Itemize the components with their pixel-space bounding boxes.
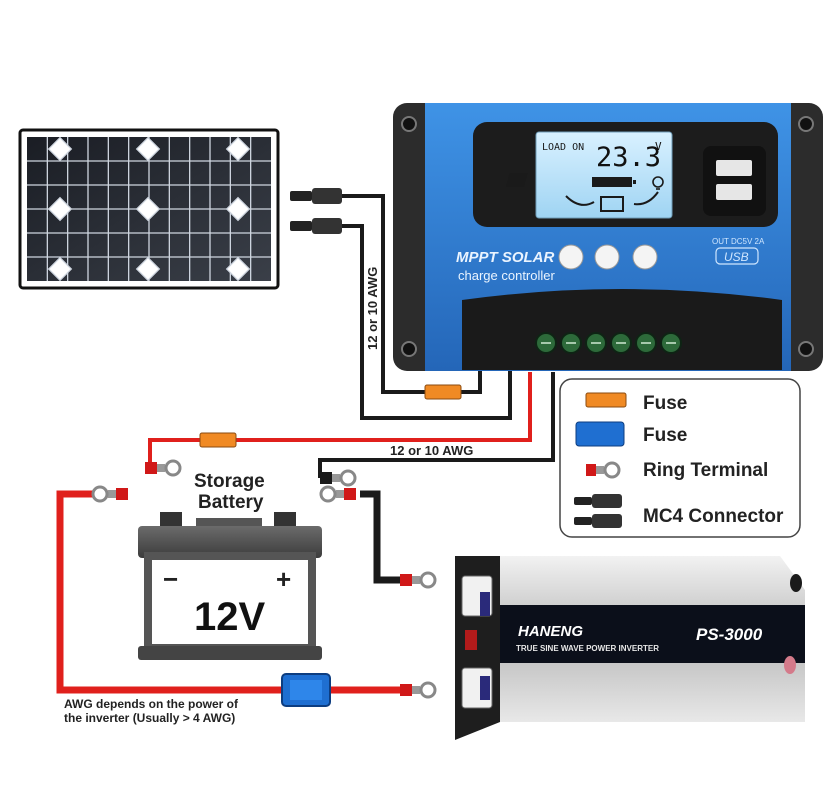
battery-title-line2: Battery	[198, 492, 264, 513]
inverter-terminal-red	[784, 656, 796, 674]
legend-label: Ring Terminal	[643, 460, 768, 481]
storage-battery: Storage Battery − + 12V	[138, 471, 322, 660]
controller-brand-line1: MPPT SOLAR	[456, 249, 555, 266]
usb-rating-label: OUT DC5V 2A	[712, 237, 765, 246]
inverter-wire-positive	[56, 490, 420, 694]
panel-cell-gap	[135, 136, 161, 162]
ring-terminal	[319, 485, 356, 503]
usb-port-housing	[703, 146, 766, 216]
panel-cell-gap	[225, 136, 251, 162]
panel-cell-gap	[135, 196, 161, 222]
battery-plus-sign: +	[276, 564, 291, 594]
legend-label: Fuse	[643, 425, 687, 446]
ring-terminal	[400, 681, 437, 699]
panel-wire-gauge-label: 12 or 10 AWG	[365, 267, 380, 350]
inverter-wire-note-line2: the inverter (Usually > 4 AWG)	[64, 711, 235, 725]
inverter-power-switch[interactable]	[465, 630, 477, 650]
mc4-connector-icon	[574, 494, 622, 528]
legend-item-ring-terminal: Ring Terminal	[586, 460, 768, 481]
ring-terminal	[320, 469, 357, 487]
inverter-wire-note-line1: AWG depends on the power of	[64, 697, 239, 711]
legend-item-orange-fuse: Fuse	[585, 392, 687, 414]
legend-label: MC4 Connector	[643, 506, 784, 527]
lcd-unit: V	[655, 140, 662, 153]
inverter-wire-negative	[360, 490, 420, 584]
legend-item-blue-fuse: Fuse	[575, 421, 687, 447]
wires	[56, 194, 555, 694]
panel-line-fuse	[424, 384, 462, 400]
ring-terminals	[91, 459, 437, 699]
legend-label: Fuse	[643, 393, 687, 414]
lcd-flow-arrows-icon	[565, 191, 659, 212]
lcd-reading: 23.3	[596, 142, 661, 173]
panel-cell-gap	[225, 196, 251, 222]
ring-terminal	[145, 459, 182, 477]
battery-wire-negative	[318, 372, 555, 478]
panel-cell-gap	[47, 196, 73, 222]
battery-wire-positive	[148, 372, 532, 468]
battery-line-fuse	[199, 432, 237, 448]
panel-wire-negative	[340, 224, 512, 420]
panel-cell-gap	[225, 256, 251, 282]
legend-box: Fuse Fuse Ring Terminal MC4 Connector	[559, 378, 801, 538]
legend-item-mc4-connector: MC4 Connector	[574, 494, 784, 528]
inverter-subtitle: TRUE SINE WAVE POWER INVERTER	[516, 644, 659, 653]
panel-cell-gap	[47, 136, 73, 162]
inverter-model: PS-3000	[696, 625, 763, 644]
controller-up-button[interactable]	[594, 244, 620, 270]
charge-controller: LOAD ON 23.3 V OUT DC5V 2A USB MPPT SOLA…	[393, 103, 823, 371]
ring-terminal	[400, 571, 437, 589]
power-inverter: HANENG PS-3000 TRUE SINE WAVE POWER INVE…	[455, 556, 805, 740]
mc4-connector-icon	[290, 188, 342, 234]
controller-menu-button[interactable]	[558, 244, 584, 270]
battery-voltage: 12V	[194, 595, 265, 639]
panel-cell-gap	[47, 256, 73, 282]
controller-brand-line2: charge controller	[458, 268, 555, 283]
inverter-display-2	[480, 676, 490, 700]
controller-terminals	[535, 332, 682, 354]
solar-panel	[18, 128, 280, 290]
usb-port-2[interactable]	[716, 184, 752, 200]
ring-terminal	[91, 485, 128, 503]
inverter-line-fuse	[281, 673, 331, 707]
lcd-bulb-icon	[652, 176, 664, 190]
lcd-status: LOAD ON	[542, 142, 584, 153]
battery-minus-sign: −	[163, 564, 178, 594]
orange-fuse-icon	[585, 392, 627, 408]
usb-label: USB	[724, 250, 749, 264]
lcd-battery-icon	[592, 177, 636, 187]
ring-terminal-icon	[586, 461, 621, 479]
inverter-brand: HANENG	[518, 623, 583, 640]
panel-wire-positive	[340, 194, 482, 394]
lcd-display	[535, 131, 673, 219]
inverter-display-1	[480, 592, 490, 616]
battery-title-line1: Storage	[194, 471, 265, 492]
lcd-panel-icon	[505, 173, 528, 187]
usb-port-1[interactable]	[716, 160, 752, 176]
controller-down-button[interactable]	[632, 244, 658, 270]
panel-cell-gap	[135, 256, 161, 282]
inverter-terminal-black	[790, 574, 802, 592]
blue-fuse-icon	[575, 421, 625, 447]
battery-wire-gauge-label: 12 or 10 AWG	[390, 443, 473, 458]
